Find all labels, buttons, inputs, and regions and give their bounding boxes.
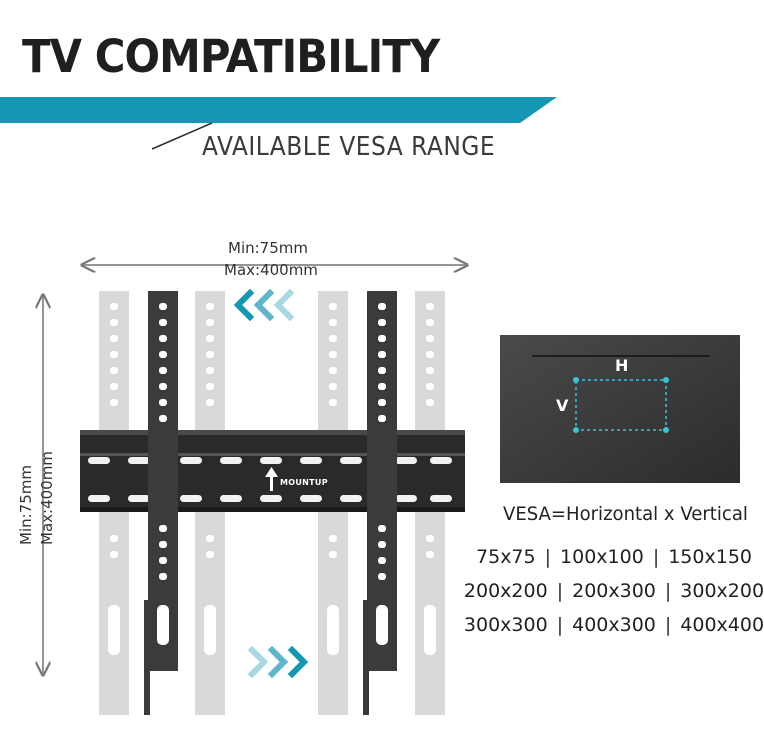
horizontal-min-label: Min:75mm (228, 239, 308, 257)
vesa-size-row: 200x200 | 200x300 | 300x200 (464, 574, 764, 608)
vesa-size: 200x300 (572, 580, 656, 602)
chevron-right-icon (247, 645, 309, 679)
separator: | (544, 546, 552, 568)
separator: | (556, 614, 564, 636)
separator: | (652, 546, 660, 568)
separator: | (664, 614, 672, 636)
bracket-diagram (0, 225, 480, 715)
tv-back-panel (500, 335, 740, 483)
vesa-size: 400x300 (572, 614, 656, 636)
vesa-size: 300x300 (463, 614, 548, 636)
horizontal-max-label: Max:400mm (224, 261, 318, 279)
tv-h-label: H (615, 356, 629, 375)
chevron-left-icon (233, 288, 295, 322)
vesa-pattern (575, 379, 667, 431)
subtitle: AVAILABLE VESA RANGE (202, 132, 496, 162)
accent-banner (0, 97, 557, 150)
vesa-size: 400x400 (680, 614, 764, 636)
vesa-size-list: 75x75 | 100x100 | 150x150 200x200 | 200x… (464, 540, 764, 642)
vesa-size: 300x200 (680, 580, 764, 602)
vertical-min-label: Min:75mm (17, 465, 35, 545)
bracket-logo: MOUNTUP (280, 478, 328, 487)
page-title: TV COMPATIBILITY (22, 30, 440, 83)
vertical-max-label: Max:400mm (38, 451, 56, 545)
separator: | (664, 580, 672, 602)
up-arrow-icon (265, 467, 278, 491)
vesa-size-row: 300x300 | 400x300 | 400x400 (464, 608, 764, 642)
vesa-formula: VESA=Horizontal x Vertical (503, 503, 748, 525)
vesa-size: 150x150 (668, 546, 752, 568)
vesa-size: 100x100 (560, 546, 644, 568)
vesa-size-row: 75x75 | 100x100 | 150x150 (476, 540, 752, 574)
vesa-size: 75x75 (476, 546, 536, 568)
separator: | (556, 580, 564, 602)
vesa-size: 200x200 (463, 580, 548, 602)
tv-v-label: V (556, 396, 569, 415)
